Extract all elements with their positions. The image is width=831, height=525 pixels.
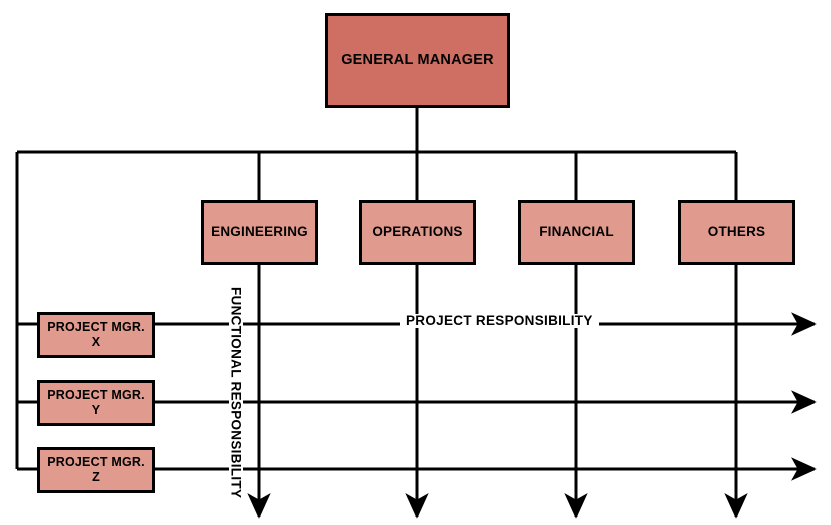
node-project-manager-z-label: PROJECT MGR. (47, 454, 145, 469)
node-general-manager-label: GENERAL MANAGER (341, 51, 494, 68)
node-department-others[interactable]: OTHERS (678, 200, 795, 265)
label-project-responsibility: PROJECT RESPONSIBILITY (400, 314, 599, 328)
node-project-manager-y-label: PROJECT MGR. (47, 387, 145, 402)
node-department-financial[interactable]: FINANCIAL (518, 200, 635, 265)
node-project-manager-x[interactable]: PROJECT MGR. X (37, 312, 155, 358)
node-project-manager-x-label: PROJECT MGR. (47, 319, 145, 334)
node-department-engineering-label: ENGINEERING (211, 224, 308, 240)
node-project-manager-y[interactable]: PROJECT MGR. Y (37, 380, 155, 426)
node-project-manager-x-code: X (91, 335, 101, 349)
node-department-others-label: OTHERS (707, 224, 766, 240)
node-project-manager-z[interactable]: PROJECT MGR. Z (37, 447, 155, 493)
node-department-operations[interactable]: OPERATIONS (359, 200, 476, 265)
node-department-financial-label: FINANCIAL (539, 224, 614, 240)
label-functional-responsibility: FUNCTIONAL RESPONSIBILITY (229, 281, 244, 505)
node-general-manager[interactable]: GENERAL MANAGER (325, 13, 510, 108)
node-project-manager-y-code: Y (91, 403, 101, 417)
node-department-engineering[interactable]: ENGINEERING (201, 200, 318, 265)
node-department-operations-label: OPERATIONS (372, 224, 463, 240)
node-project-manager-z-code: Z (92, 470, 100, 484)
